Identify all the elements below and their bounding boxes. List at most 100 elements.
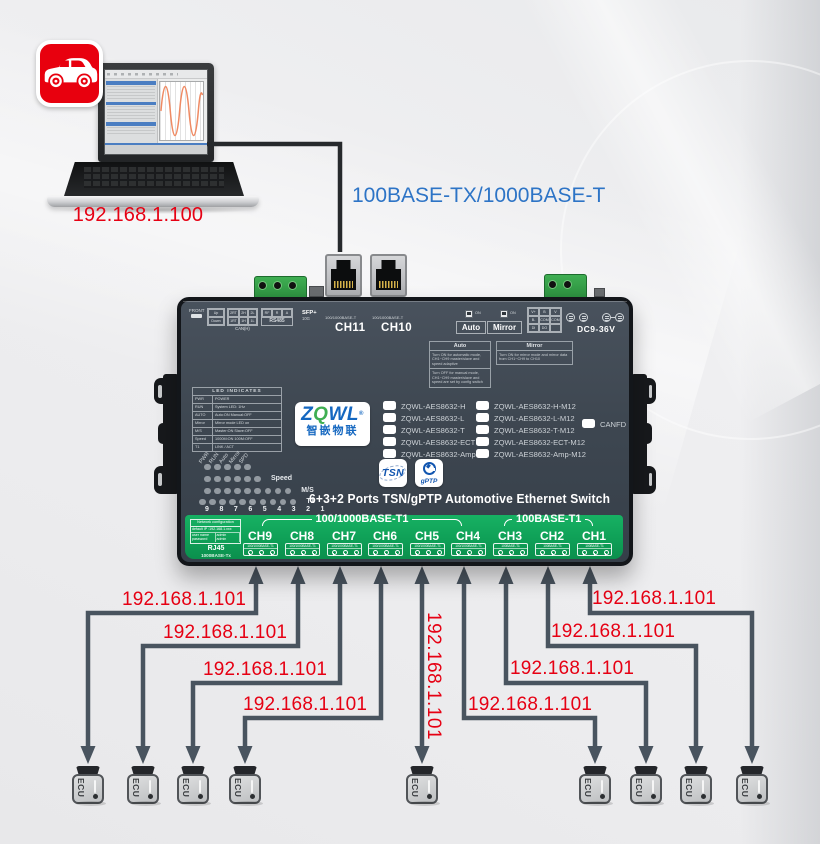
rj45-port-ch11 [325, 254, 362, 297]
port-ch5: 100/1000BASE-T1 [410, 543, 445, 557]
waveform-plot [159, 81, 204, 141]
on-label: ON [475, 311, 481, 315]
ch11-type: 100/1000BASE-T [325, 315, 357, 320]
model-checkbox [383, 401, 396, 410]
mount-lug [158, 423, 167, 444]
ecu-ip-label: 192.168.1.101 [163, 622, 288, 643]
model-checkbox [476, 413, 489, 422]
laptop-screen [98, 63, 214, 162]
car-icon [36, 40, 103, 107]
model-label: ZQWL-AES8632-H-M12 [494, 402, 576, 411]
mount-lug [643, 423, 652, 444]
model-label: ZQWL-AES8632-L-M12 [494, 414, 575, 423]
port-label-ch4: CH4 [455, 529, 480, 543]
port-ch2: 100BASE-T1 [535, 543, 570, 557]
led-row-speed: Speed [204, 475, 292, 483]
port-ch8: 100/1000BASE-T1 [285, 543, 320, 557]
laptop-keyboard [64, 162, 244, 196]
ecu-device: ECU [405, 766, 440, 808]
group1-brace: 100/1000BASE-T1 [262, 514, 463, 528]
uplink-cable [207, 141, 343, 252]
model-checkbox [476, 401, 489, 410]
ecu-ip-label: 192.168.1.101 [122, 589, 247, 610]
model-label: ZQWL-AES8632-Amp-M12 [494, 450, 586, 459]
port-ch6: 100/1000BASE-T1 [368, 543, 403, 557]
rs485-label: RS485 [261, 318, 293, 326]
rj45-sublabel: 1000BASE-Tx [201, 552, 231, 558]
rj45-label: RJ45 [207, 545, 225, 552]
ecu-ip-label: 192.168.1.101 [592, 588, 717, 609]
ecu-label: ECU [634, 778, 644, 798]
ecu-device: ECU [735, 766, 770, 808]
model-checkbox [383, 449, 396, 458]
ecu-ip-label: 192.168.1.101 [510, 658, 635, 679]
ecu-label: ECU [233, 778, 243, 798]
model-label: ZQWL-AES8632-ECT-M12 [494, 438, 586, 447]
model-checkbox [476, 425, 489, 434]
laptop-shadow [56, 206, 252, 214]
model-checkbox [476, 437, 489, 446]
mirror-dip-switch [500, 310, 508, 318]
product-title: 6+3+2 Ports TSN/gPTP Automotive Ethernet… [309, 492, 611, 506]
port-label-ch9: CH9 [247, 529, 272, 543]
port-label-ch1: CH1 [581, 529, 606, 543]
arrowheads-down [80, 746, 760, 764]
model-checkbox [476, 449, 489, 458]
port-strip: Network configuration default IP :192.16… [185, 514, 623, 559]
port-label-ch2: CH2 [539, 529, 564, 543]
ecu-label: ECU [410, 778, 420, 798]
front-label: FRONT [189, 308, 205, 318]
ecu-ip-label: 192.168.1.101 [203, 659, 328, 680]
connector-small-left [309, 286, 324, 297]
port-label-ch5: CH5 [414, 529, 439, 543]
on-label: ON [510, 311, 516, 315]
model-label: ZQWL-AES8632-ECT [401, 438, 476, 447]
led-row-status [204, 463, 254, 471]
zqwl-logo: ZQWL® 智嵌物联 [295, 402, 370, 446]
zqwl-logo-chinese: 智嵌物联 [306, 425, 359, 437]
port-ch1: 100BASE-T1 [577, 543, 612, 557]
laptop-base [47, 196, 259, 207]
ecu-device: ECU [679, 766, 714, 808]
ecu-device: ECU [578, 766, 613, 808]
port-ch3: 100BASE-T1 [493, 543, 528, 557]
model-label: ZQWL-AES8632-Amp [401, 450, 476, 459]
uplink-standard-label: 100BASE-TX/1000BASE-T [352, 184, 606, 207]
canfd-label: CANFD [600, 420, 627, 429]
ecu-ip-label: 192.168.1.101 [551, 621, 676, 642]
laptop-ip-label: 192.168.1.100 [72, 204, 204, 226]
ecu-device: ECU [126, 766, 161, 808]
terminal-block-left [254, 276, 307, 298]
rj45-port-ch10 [370, 254, 407, 297]
port-label-ch6: CH6 [372, 529, 397, 543]
ecu-label: ECU [740, 778, 750, 798]
port-ch4: 100/1000BASE-T1 [451, 543, 486, 557]
gptp-badge: gPTP [415, 459, 443, 487]
ecu-label: ECU [583, 778, 593, 798]
led-row-t1: T1 [199, 498, 315, 506]
app-left-panel [105, 79, 158, 143]
model-label: ZQWL-AES8632-T-M12 [494, 426, 575, 435]
canfd-checkbox [582, 419, 595, 428]
model-checkbox [383, 425, 396, 434]
mirror-switch-label: Mirror [487, 321, 522, 334]
sine-wave [160, 85, 204, 137]
ecu-ip-label: 192.168.1.101 [243, 694, 368, 715]
ecu-device: ECU [629, 766, 664, 808]
app-statusbar [105, 143, 207, 154]
front-text: FRONT [189, 308, 205, 313]
ch10-label: CH10 [381, 322, 413, 334]
ch11-label: CH11 [335, 322, 366, 334]
tsn-badge: TSN [377, 459, 408, 487]
terminal-block-right [544, 274, 587, 298]
ecu-ip-label-vertical: 192.168.1.101 [423, 612, 444, 741]
model-checkbox [383, 413, 396, 422]
ecu-ip-label: 192.168.1.101 [468, 694, 593, 715]
auto-dip-switch [465, 310, 473, 318]
sfp-label: SFP+ 10G [302, 310, 317, 321]
model-label: ZQWL-AES8632-H [401, 402, 466, 411]
